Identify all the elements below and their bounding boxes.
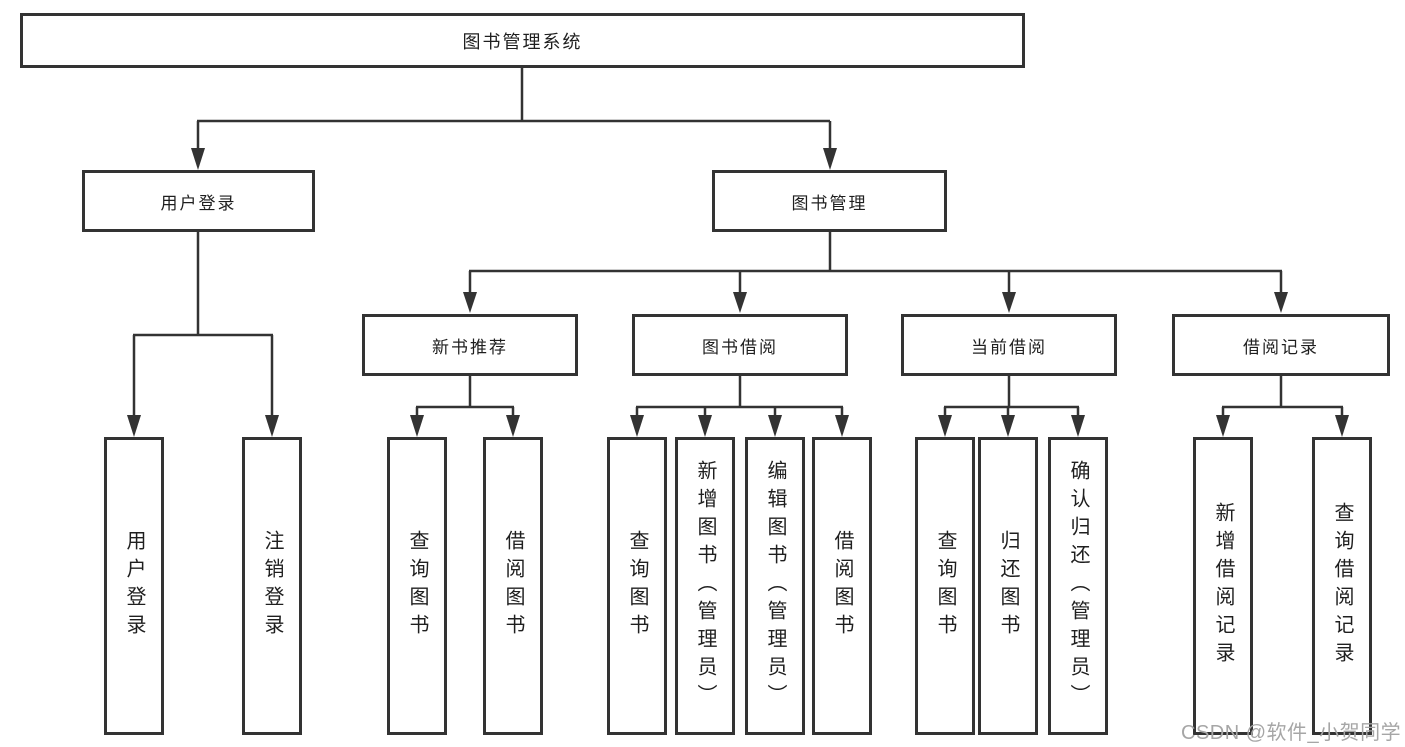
node-leaf-query-books-recommend-label: 查询图书 <box>406 530 428 642</box>
node-leaf-query-books-recommend: 查询图书 <box>387 437 447 735</box>
node-book-management: 图书管理 <box>712 170 947 232</box>
node-leaf-borrow-books: 借阅图书 <box>812 437 872 735</box>
csdn-watermark: CSDN @软件_小贺同学 <box>1181 722 1402 744</box>
node-leaf-query-books-current-label: 查询图书 <box>934 530 956 642</box>
node-leaf-user-login: 用户登录 <box>104 437 164 735</box>
node-library-management-system: 图书管理系统 <box>20 13 1025 68</box>
node-leaf-query-books-current: 查询图书 <box>915 437 975 735</box>
node-user-login: 用户登录 <box>82 170 315 232</box>
node-leaf-borrow-books-label: 借阅图书 <box>831 530 853 642</box>
node-new-book-recommendation: 新书推荐 <box>362 314 578 376</box>
node-leaf-confirm-return-admin: 确认归还（管理员） <box>1048 437 1108 735</box>
node-leaf-add-borrow-record-label: 新增借阅记录 <box>1212 502 1234 670</box>
node-leaf-add-borrow-record: 新增借阅记录 <box>1193 437 1253 735</box>
node-leaf-edit-books-admin: 编辑图书（管理员） <box>745 437 805 735</box>
node-leaf-query-borrow-record-label: 查询借阅记录 <box>1331 502 1353 670</box>
node-book-borrowing: 图书借阅 <box>632 314 848 376</box>
node-leaf-query-books-borrow: 查询图书 <box>607 437 667 735</box>
node-leaf-borrow-books-recommend: 借阅图书 <box>483 437 543 735</box>
node-leaf-query-books-borrow-label: 查询图书 <box>626 530 648 642</box>
node-leaf-logout-label: 注销登录 <box>261 530 283 642</box>
node-leaf-query-borrow-record: 查询借阅记录 <box>1312 437 1372 735</box>
node-current-borrowing: 当前借阅 <box>901 314 1117 376</box>
node-leaf-borrow-books-recommend-label: 借阅图书 <box>502 530 524 642</box>
node-leaf-user-login-label: 用户登录 <box>123 530 145 642</box>
node-leaf-add-books-admin-label: 新增图书（管理员） <box>694 460 716 712</box>
node-leaf-edit-books-admin-label: 编辑图书（管理员） <box>764 460 786 712</box>
node-borrowing-records: 借阅记录 <box>1172 314 1390 376</box>
node-leaf-return-books: 归还图书 <box>978 437 1038 735</box>
node-leaf-logout: 注销登录 <box>242 437 302 735</box>
node-leaf-add-books-admin: 新增图书（管理员） <box>675 437 735 735</box>
node-leaf-confirm-return-admin-label: 确认归还（管理员） <box>1067 460 1089 712</box>
node-leaf-return-books-label: 归还图书 <box>997 530 1019 642</box>
connector-arrowheads <box>127 148 1349 437</box>
